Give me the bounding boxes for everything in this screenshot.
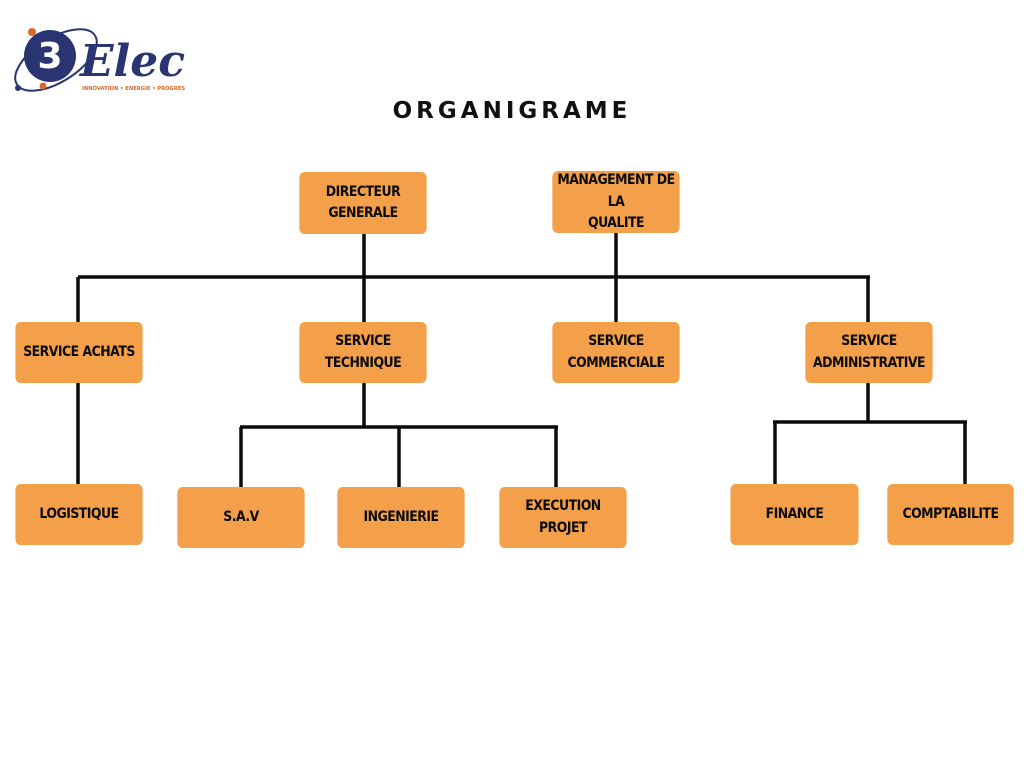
node-logistique: LOGISTIQUE <box>15 484 143 545</box>
node-service-technique: SERVICE TECHNIQUE <box>299 322 427 383</box>
node-execution-projet: EXECUTION PROJET <box>499 487 627 548</box>
node-label: SERVICE COMMERCIALE <box>567 333 665 371</box>
node-service-achats: SERVICE ACHATS <box>15 322 143 383</box>
logo-number: 3 <box>37 36 62 77</box>
node-label: DIRECTEUR GENERALE <box>325 183 401 221</box>
node-label: SERVICE TECHNIQUE <box>324 333 402 371</box>
node-label: LOGISTIQUE <box>39 505 119 522</box>
node-management-qualite: MANAGEMENT DE LA QUALITE <box>552 171 680 233</box>
node-label: COMPTABILITE <box>902 505 999 522</box>
node-finance: FINANCE <box>730 484 859 545</box>
node-label: SERVICE ACHATS <box>23 343 135 360</box>
node-sav: S.A.V <box>177 487 305 548</box>
company-logo: 3 Elec INNOVATION • ENERGIE • PROGRES <box>6 14 196 104</box>
page-title: ORGANIGRAME <box>392 98 632 124</box>
logo-word: Elec <box>78 36 185 87</box>
node-service-commerciale: SERVICE COMMERCIALE <box>552 322 680 383</box>
node-ingenierie: INGENIERIE <box>337 487 465 548</box>
node-directeur-generale: DIRECTEUR GENERALE <box>299 172 427 234</box>
node-label: SERVICE ADMINISTRATIVE <box>812 333 926 371</box>
logo-tagline: INNOVATION • ENERGIE • PROGRES <box>82 86 185 92</box>
node-label: FINANCE <box>765 505 824 522</box>
node-label: MANAGEMENT DE LA QUALITE <box>557 172 675 231</box>
node-label: S.A.V <box>223 508 259 525</box>
node-label: INGENIERIE <box>363 508 439 525</box>
logo-graphic: 3 Elec INNOVATION • ENERGIE • PROGRES <box>14 28 185 92</box>
node-comptabilite: COMPTABILITE <box>887 484 1014 545</box>
node-label: EXECUTION PROJET <box>525 498 601 536</box>
node-service-administrative: SERVICE ADMINISTRATIVE <box>805 322 933 383</box>
